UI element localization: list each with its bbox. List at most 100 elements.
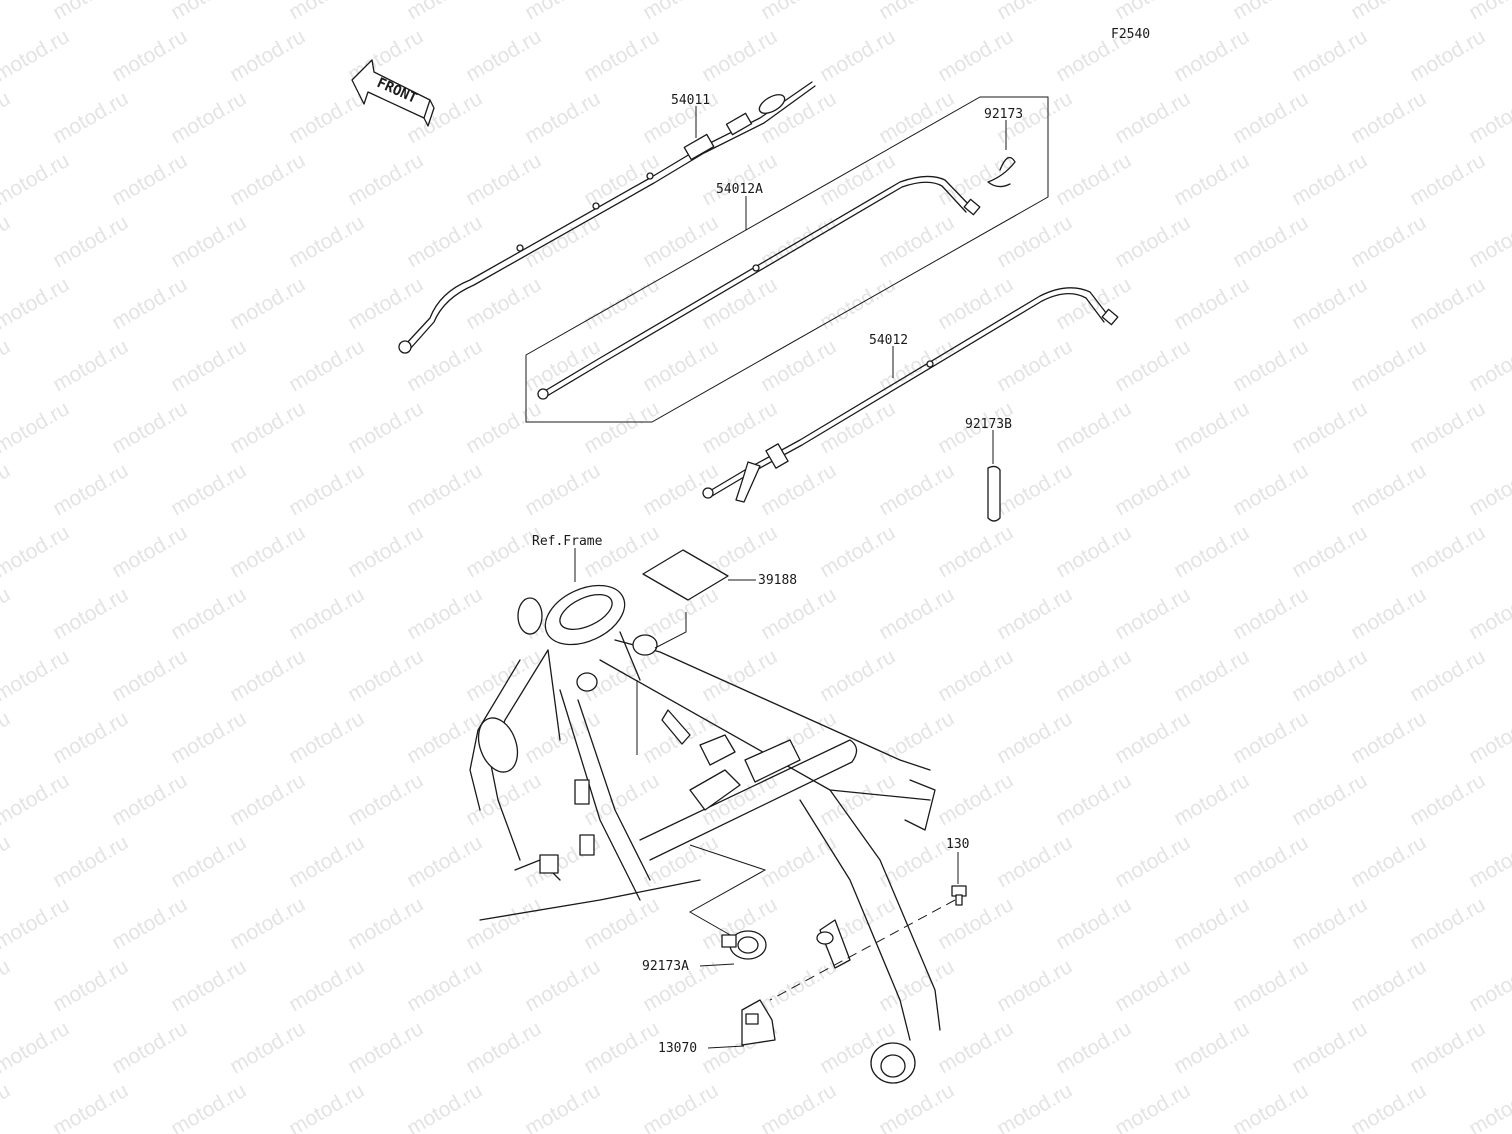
watermark-text: motod.ru	[167, 831, 250, 892]
watermark-text: motod.ru	[580, 769, 663, 830]
watermark-text: motod.ru	[1465, 0, 1512, 24]
watermark-text: motod.ru	[344, 521, 427, 582]
watermark-text: motod.ru	[1347, 1079, 1430, 1134]
watermark-text: motod.ru	[1288, 521, 1371, 582]
watermark-text: motod.ru	[1229, 1079, 1312, 1134]
watermark-text: motod.ru	[403, 583, 486, 644]
watermark-text: motod.ru	[403, 335, 486, 396]
callout-54012[interactable]: 54012	[869, 333, 908, 348]
label-sheet-39188[interactable]	[642, 549, 729, 601]
watermark-text: motod.ru	[462, 25, 545, 86]
watermark-text: motod.ru	[934, 893, 1017, 954]
watermark-text: motod.ru	[285, 0, 368, 24]
watermark-text: motod.ru	[167, 0, 250, 24]
watermark-text: motod.ru	[875, 707, 958, 768]
watermark-text: motod.ru	[639, 1079, 722, 1134]
watermark-text: motod.ru	[226, 893, 309, 954]
watermark-text: motod.ru	[344, 1017, 427, 1078]
watermark-text: motod.ru	[993, 583, 1076, 644]
watermark-text: motod.ru	[1229, 211, 1312, 272]
watermark-text: motod.ru	[0, 1017, 73, 1078]
callout-39188[interactable]: 39188	[758, 573, 797, 588]
watermark-text: motod.ru	[1465, 335, 1512, 396]
watermark-text: motod.ru	[403, 1079, 486, 1134]
watermark-text: motod.ru	[757, 87, 840, 148]
watermark-text: motod.ru	[1406, 893, 1489, 954]
watermark-text: motod.ru	[285, 87, 368, 148]
watermark-text: motod.ru	[757, 335, 840, 396]
watermark-text: motod.ru	[1347, 459, 1430, 520]
watermark-text: motod.ru	[757, 1079, 840, 1134]
watermark-text: motod.ru	[403, 831, 486, 892]
callout-92173B[interactable]: 92173B	[965, 417, 1012, 432]
watermark-text: motod.ru	[934, 273, 1017, 334]
watermark-text: motod.ru	[1052, 397, 1135, 458]
watermark-text: motod.ru	[580, 25, 663, 86]
watermark-text: motod.ru	[226, 397, 309, 458]
watermark-text: motod.ru	[816, 25, 899, 86]
watermark-text: motod.ru	[1111, 955, 1194, 1016]
watermark-text: motod.ru	[49, 87, 132, 148]
throttle-cable-54012[interactable]	[702, 287, 1119, 503]
watermark-text: motod.ru	[1052, 149, 1135, 210]
bolt-130-icon[interactable]	[951, 885, 967, 906]
watermark-text: motod.ru	[226, 521, 309, 582]
watermark-text: motod.ru	[0, 397, 73, 458]
watermark-text: motod.ru	[1288, 25, 1371, 86]
watermark-text: motod.ru	[226, 645, 309, 706]
watermark-text: motod.ru	[934, 769, 1017, 830]
watermark-text: motod.ru	[1229, 335, 1312, 396]
clutch-cable-54011[interactable]	[398, 81, 816, 354]
watermark-text: motod.ru	[1288, 1017, 1371, 1078]
kit-box-outline	[525, 96, 1049, 423]
watermark-text: motod.ru	[875, 459, 958, 520]
watermark-text: motod.ru	[344, 149, 427, 210]
watermark-text: motod.ru	[1229, 831, 1312, 892]
watermark-text: motod.ru	[1347, 335, 1430, 396]
watermark-text: motod.ru	[49, 0, 132, 24]
callout-92173A[interactable]: 92173A	[642, 959, 689, 974]
watermark-text: motod.ru	[108, 149, 191, 210]
watermark-text: motod.ru	[1465, 707, 1512, 768]
watermark-text: motod.ru	[639, 211, 722, 272]
clamp-92173A-icon[interactable]	[721, 930, 767, 960]
callout-130[interactable]: 130	[946, 837, 969, 852]
watermark-text: motod.ru	[108, 893, 191, 954]
throttle-cable-54012A[interactable]	[537, 175, 981, 400]
watermark-text: motod.ru	[226, 1017, 309, 1078]
watermark-text: motod.ru	[285, 459, 368, 520]
callout-92173[interactable]: 92173	[984, 107, 1023, 122]
watermark-text: motod.ru	[0, 893, 73, 954]
callout-13070[interactable]: 13070	[658, 1041, 697, 1056]
watermark-text: motod.ru	[462, 273, 545, 334]
watermark-text: motod.ru	[757, 0, 840, 24]
watermark-text: motod.ru	[1465, 955, 1512, 1016]
watermark-text: motod.ru	[1288, 645, 1371, 706]
clip-92173-icon[interactable]	[987, 156, 1016, 188]
callout-54012A[interactable]: 54012A	[716, 182, 763, 197]
callout-ref-frame[interactable]: Ref.Frame	[532, 534, 603, 549]
watermark-text: motod.ru	[1465, 831, 1512, 892]
watermark-text: motod.ru	[1052, 893, 1135, 954]
watermark-text: motod.ru	[1229, 87, 1312, 148]
watermark-text: motod.ru	[1170, 893, 1253, 954]
watermark-text: motod.ru	[1052, 273, 1135, 334]
watermark-text: motod.ru	[639, 335, 722, 396]
watermark-text: motod.ru	[49, 583, 132, 644]
watermark-text: motod.ru	[0, 459, 14, 520]
watermark-text: motod.ru	[875, 87, 958, 148]
watermark-text: motod.ru	[1288, 397, 1371, 458]
watermark-text: motod.ru	[757, 583, 840, 644]
watermark-text: motod.ru	[167, 335, 250, 396]
watermark-text: motod.ru	[0, 87, 14, 148]
watermark-text: motod.ru	[344, 397, 427, 458]
watermark-text: motod.ru	[49, 459, 132, 520]
watermark-text: motod.ru	[1170, 25, 1253, 86]
watermark-text: motod.ru	[403, 0, 486, 24]
watermark-text: motod.ru	[0, 521, 73, 582]
watermark-text: motod.ru	[403, 955, 486, 1016]
callout-54011[interactable]: 54011	[671, 93, 710, 108]
guide-13070-icon[interactable]	[741, 999, 776, 1046]
watermark-text: motod.ru	[1229, 0, 1312, 24]
band-92173B-icon[interactable]	[987, 465, 1001, 522]
